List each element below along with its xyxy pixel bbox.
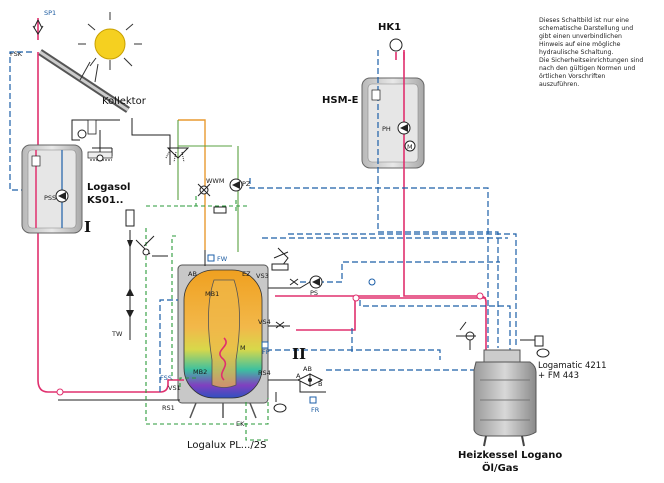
label-hsm-e: HSM-E: [322, 95, 359, 106]
note-line-2: schematische Darstellung und: [539, 25, 633, 32]
label-ez: EZ: [242, 270, 251, 278]
ps-pump-group: [271, 247, 323, 289]
label-logasol-2: KS01..: [87, 195, 123, 206]
label-valve-ab: AB: [303, 365, 312, 373]
label-ps: PS: [310, 289, 318, 297]
sun-icon: [78, 12, 142, 83]
label-mb1: MB1: [205, 290, 219, 298]
vs4-valve-icon: [275, 321, 285, 329]
label-heizkessel-2: Öl/Gas: [482, 460, 519, 474]
wwm-mixer-group: [165, 147, 243, 214]
heating-return-lines: [249, 178, 517, 371]
sensor-fr: [309, 396, 317, 404]
label-valve-b: B: [318, 380, 322, 388]
note-line-3: gibt einen unverbindlichen: [539, 33, 622, 40]
sensor-fw: [207, 254, 215, 262]
label-pss: PSS: [44, 194, 56, 202]
note-line-9: auszuführen.: [539, 81, 579, 88]
label-fr: FR: [311, 406, 320, 414]
label-vs1: VS1: [168, 384, 181, 392]
solar-safety-group: [77, 119, 113, 162]
label-m-tank: M: [240, 344, 246, 352]
sensor-fp: [261, 341, 269, 349]
label-fp: FP: [262, 348, 270, 356]
label-fsk: FSK: [10, 50, 23, 58]
label-sp1: SP1: [44, 9, 56, 17]
hsm-e-module: M: [361, 50, 425, 180]
label-logalux: Logalux PL.../2S: [187, 440, 266, 451]
label-ph: PH: [382, 125, 391, 133]
label-fw: FW: [217, 255, 228, 263]
label-valve-a: A: [296, 372, 301, 380]
crossing-markers: [56, 278, 484, 396]
label-circuit-i: I: [84, 218, 91, 236]
label-hk1: HK1: [378, 22, 401, 33]
note-line-8: örtlichen Vorschriften: [539, 73, 605, 80]
solar-collector: [38, 49, 130, 113]
boiler-logano: [473, 349, 537, 447]
svg-text:M: M: [407, 143, 413, 151]
logasol-station: [21, 144, 83, 234]
logalux-tank: [177, 264, 269, 419]
label-wwm: WWM: [206, 177, 224, 185]
hk1-consumer-icon: [389, 38, 403, 52]
label-logamatic-1: Logamatic 4211: [538, 361, 607, 371]
label-mb2: MB2: [193, 368, 207, 376]
note-line-6: Die Sicherheitseinrichtungen sind: [539, 57, 643, 64]
label-fss: FSS: [160, 374, 172, 382]
label-vs3: VS3: [256, 272, 269, 280]
cold-water-group: [125, 209, 168, 340]
label-pz: PZ: [242, 180, 251, 188]
label-rs1: RS1: [162, 404, 175, 412]
tank-piping: [58, 119, 326, 441]
disclaimer-note: Dieses Schaltbild ist nur eine schematis…: [539, 17, 643, 88]
label-kollektor: Kollektor: [102, 96, 147, 107]
label-rs4: RS4: [258, 369, 271, 377]
label-logasol-1: Logasol: [87, 182, 130, 193]
label-logamatic-2: + FM 443: [538, 371, 579, 381]
three-way-valve: [273, 373, 324, 413]
note-line-4: Hinweis auf eine mögliche: [539, 41, 621, 48]
label-heizkessel-1: Heizkessel Logano: [458, 450, 562, 461]
boiler-safety-group: [456, 321, 550, 358]
label-tw: TW: [111, 330, 123, 338]
note-line-7: nach den gültigen Normen und: [539, 65, 635, 72]
label-ab: AB: [188, 270, 197, 278]
note-line-5: hydraulische Schaltung.: [539, 49, 613, 56]
label-vs4: VS4: [258, 318, 271, 326]
note-line-1: Dieses Schaltbild ist nur eine: [539, 17, 629, 24]
label-circuit-ii: II: [292, 345, 306, 363]
